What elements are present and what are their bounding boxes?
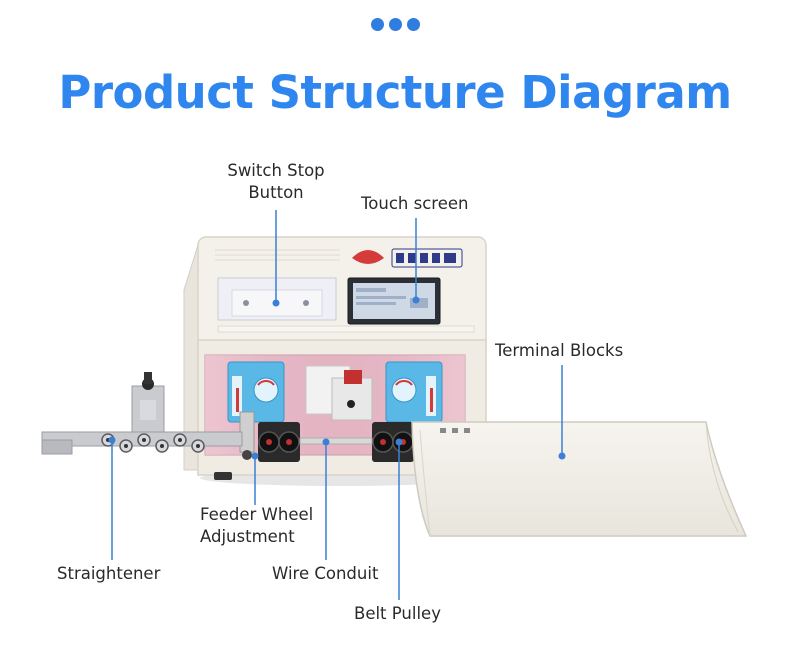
label-touch-screen: Touch screen xyxy=(361,194,469,213)
dot xyxy=(371,18,384,31)
label-straightener: Straightener xyxy=(57,564,161,583)
label-line: Switch Stop xyxy=(227,161,325,180)
page-title: Product Structure Diagram xyxy=(58,66,732,119)
dot xyxy=(389,18,402,31)
right-pulley xyxy=(372,422,414,462)
decorative-dots xyxy=(371,18,420,31)
label-line: Button xyxy=(248,183,304,202)
left-pulley xyxy=(258,422,300,462)
label-switch-stop-button: Switch Stop Button xyxy=(210,160,342,204)
brand-logo xyxy=(352,248,463,268)
label-line: Adjustment xyxy=(200,527,295,546)
output-tray xyxy=(411,421,748,537)
label-line: Feeder Wheel xyxy=(200,505,314,524)
wire-conduit-tube xyxy=(299,437,373,445)
pointer-lines xyxy=(108,210,566,600)
label-belt-pulley: Belt Pulley xyxy=(354,604,441,623)
label-terminal-blocks: Terminal Blocks xyxy=(495,341,624,360)
straightener-assembly xyxy=(41,372,243,455)
dot xyxy=(407,18,420,31)
label-feeder-wheel-adjustment: Feeder Wheel Adjustment xyxy=(200,504,313,548)
label-wire-conduit: Wire Conduit xyxy=(272,564,379,583)
